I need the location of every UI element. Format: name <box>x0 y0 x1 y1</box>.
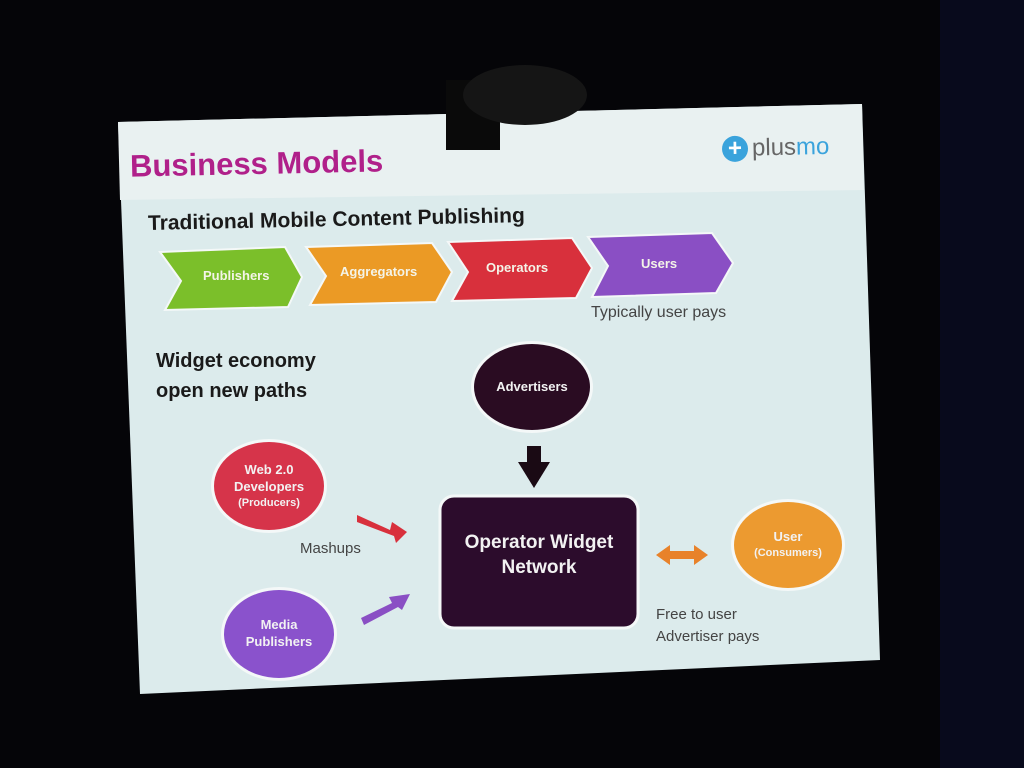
advertiser-pays-label: Advertiser pays <box>656 628 760 645</box>
media-publishers-circle: Media Publishers <box>224 590 334 678</box>
free-to-user-label: Free to user <box>656 606 737 623</box>
plus-circle-icon: + <box>721 135 749 163</box>
slide-header-band <box>118 104 864 200</box>
step-publishers: Publishers <box>203 268 270 283</box>
chevron-aggregators <box>304 241 454 307</box>
widget-heading-line2: open new paths <box>156 380 308 402</box>
advertisers-circle: Advertisers <box>474 344 590 430</box>
typically-user-pays: Typically user pays <box>591 304 727 321</box>
step-aggregators: Aggregators <box>340 264 418 279</box>
chevron-operators <box>446 236 594 303</box>
widget-heading-line1: Widget economy <box>156 350 316 372</box>
operator-widget-network-box <box>438 494 640 630</box>
chevron-publishers <box>158 245 304 312</box>
slide-title: Business Models <box>129 143 384 184</box>
arrow-down-icon <box>518 446 550 488</box>
user-circle: User (Consumers) <box>734 502 842 588</box>
developers-circle: Web 2.0 Developers (Producers) <box>214 442 324 530</box>
operator-widget-network-label: Operator Widget Network <box>464 532 614 578</box>
step-operators: Operators <box>486 260 549 275</box>
arrow-red-icon <box>357 515 407 543</box>
chevron-users <box>586 231 735 299</box>
step-users: Users <box>641 256 678 271</box>
mashups-label: Mashups <box>300 540 361 557</box>
double-arrow-icon <box>656 545 708 565</box>
arrow-purple-icon <box>361 594 410 625</box>
